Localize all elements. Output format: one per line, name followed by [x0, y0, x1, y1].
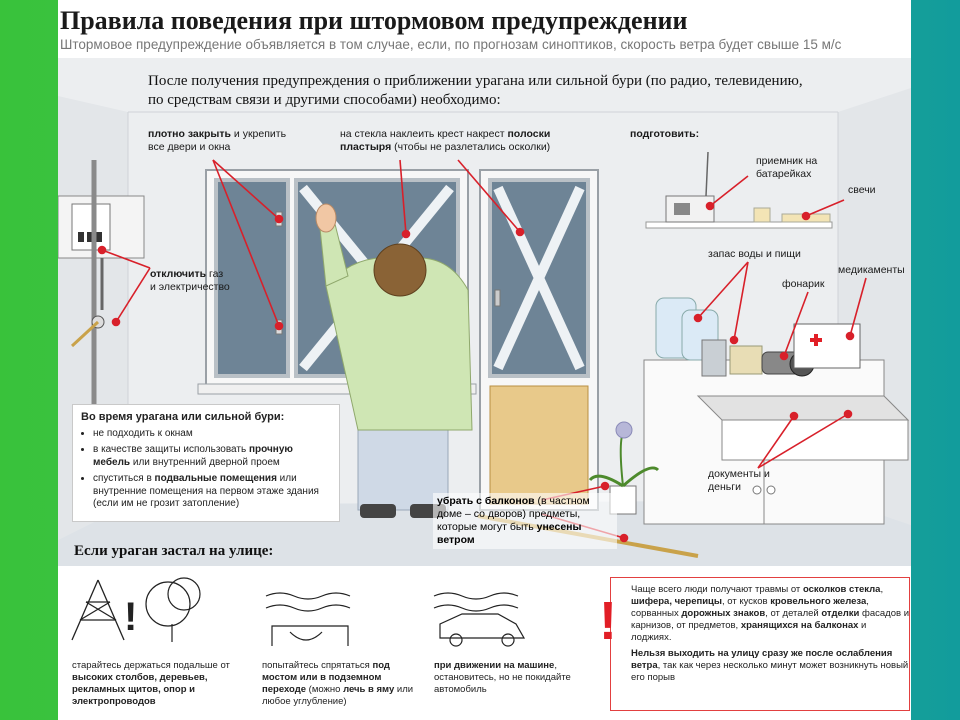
label-balcony: убрать с балконов (в частном доме – со д…	[433, 493, 617, 549]
street-icon-car	[433, 592, 526, 647]
list-item: спуститься в подвальные помещения или вн…	[93, 473, 331, 511]
plant	[588, 421, 660, 515]
storm-instructions-box: Во время урагана или сильной бури: не по…	[72, 404, 340, 522]
warning-exclamation-icon: !	[599, 591, 617, 651]
warning-text: Чаще всего люди получают травмы от оскол…	[631, 584, 909, 688]
label-close-doors: плотно закрыть и укрепить все двери и ок…	[148, 128, 287, 153]
label-tape-windows: на стекла наклеить крест накрест полоски…	[340, 128, 551, 153]
street-icon-wind-1	[265, 592, 351, 646]
label-medicines: медикаменты	[838, 264, 905, 276]
injury-warning-box: ! Чаще всего люди получают травмы от оск…	[599, 577, 910, 711]
label-gas-electricity: отключить газ и электричество	[150, 268, 230, 293]
list-item: не подходить к окнам	[93, 428, 331, 441]
intro-text: После получения предупреждения о приближ…	[148, 73, 803, 108]
storm-box-list: не подходить к окнам в качестве защиты и…	[73, 428, 339, 511]
storm-box-heading: Во время урагана или сильной бури:	[81, 411, 285, 423]
first-aid-kit	[793, 323, 861, 369]
page-subtitle: Штормовое предупреждение объявляется в т…	[60, 37, 842, 52]
street-icon-tree	[145, 577, 201, 642]
street-icon-tower	[71, 579, 125, 641]
street-exclamation-icon: !	[124, 595, 137, 639]
label-candles: свечи	[848, 184, 876, 196]
list-item: в качестве защиты использовать прочную м…	[93, 444, 331, 469]
street-section-title: Если ураган застал на улице:	[74, 543, 274, 559]
balcony-door	[479, 169, 599, 511]
street-tip-1: старайтесь держаться подальше от высоких…	[72, 660, 230, 707]
cabinet	[643, 359, 910, 525]
street-tip-2: попытайтесь спрятаться под мостом или в …	[262, 660, 414, 707]
page-title: Правила поведения при штормовом предупре…	[60, 6, 688, 35]
warning-paragraph-1: Чаще всего люди получают травмы от оскол…	[631, 584, 909, 643]
label-radio: приемник на батарейках	[756, 155, 818, 180]
street-tip-3: при движении на машине, остановитесь, но…	[434, 660, 571, 695]
warning-paragraph-2: Нельзя выходить на улицу сразу же после …	[631, 648, 909, 683]
label-flashlight: фонарик	[782, 278, 825, 290]
gas-pipe	[70, 160, 105, 420]
label-documents: документы и деньги	[708, 468, 770, 493]
poster: Правила поведения при штормовом предупре…	[58, 0, 911, 720]
person-figure	[315, 203, 473, 518]
water-bottles	[655, 297, 763, 377]
pointer-lines	[97, 159, 867, 543]
label-prepare: подготовить:	[630, 128, 700, 140]
label-water-food: запас воды и пищи	[708, 248, 801, 260]
